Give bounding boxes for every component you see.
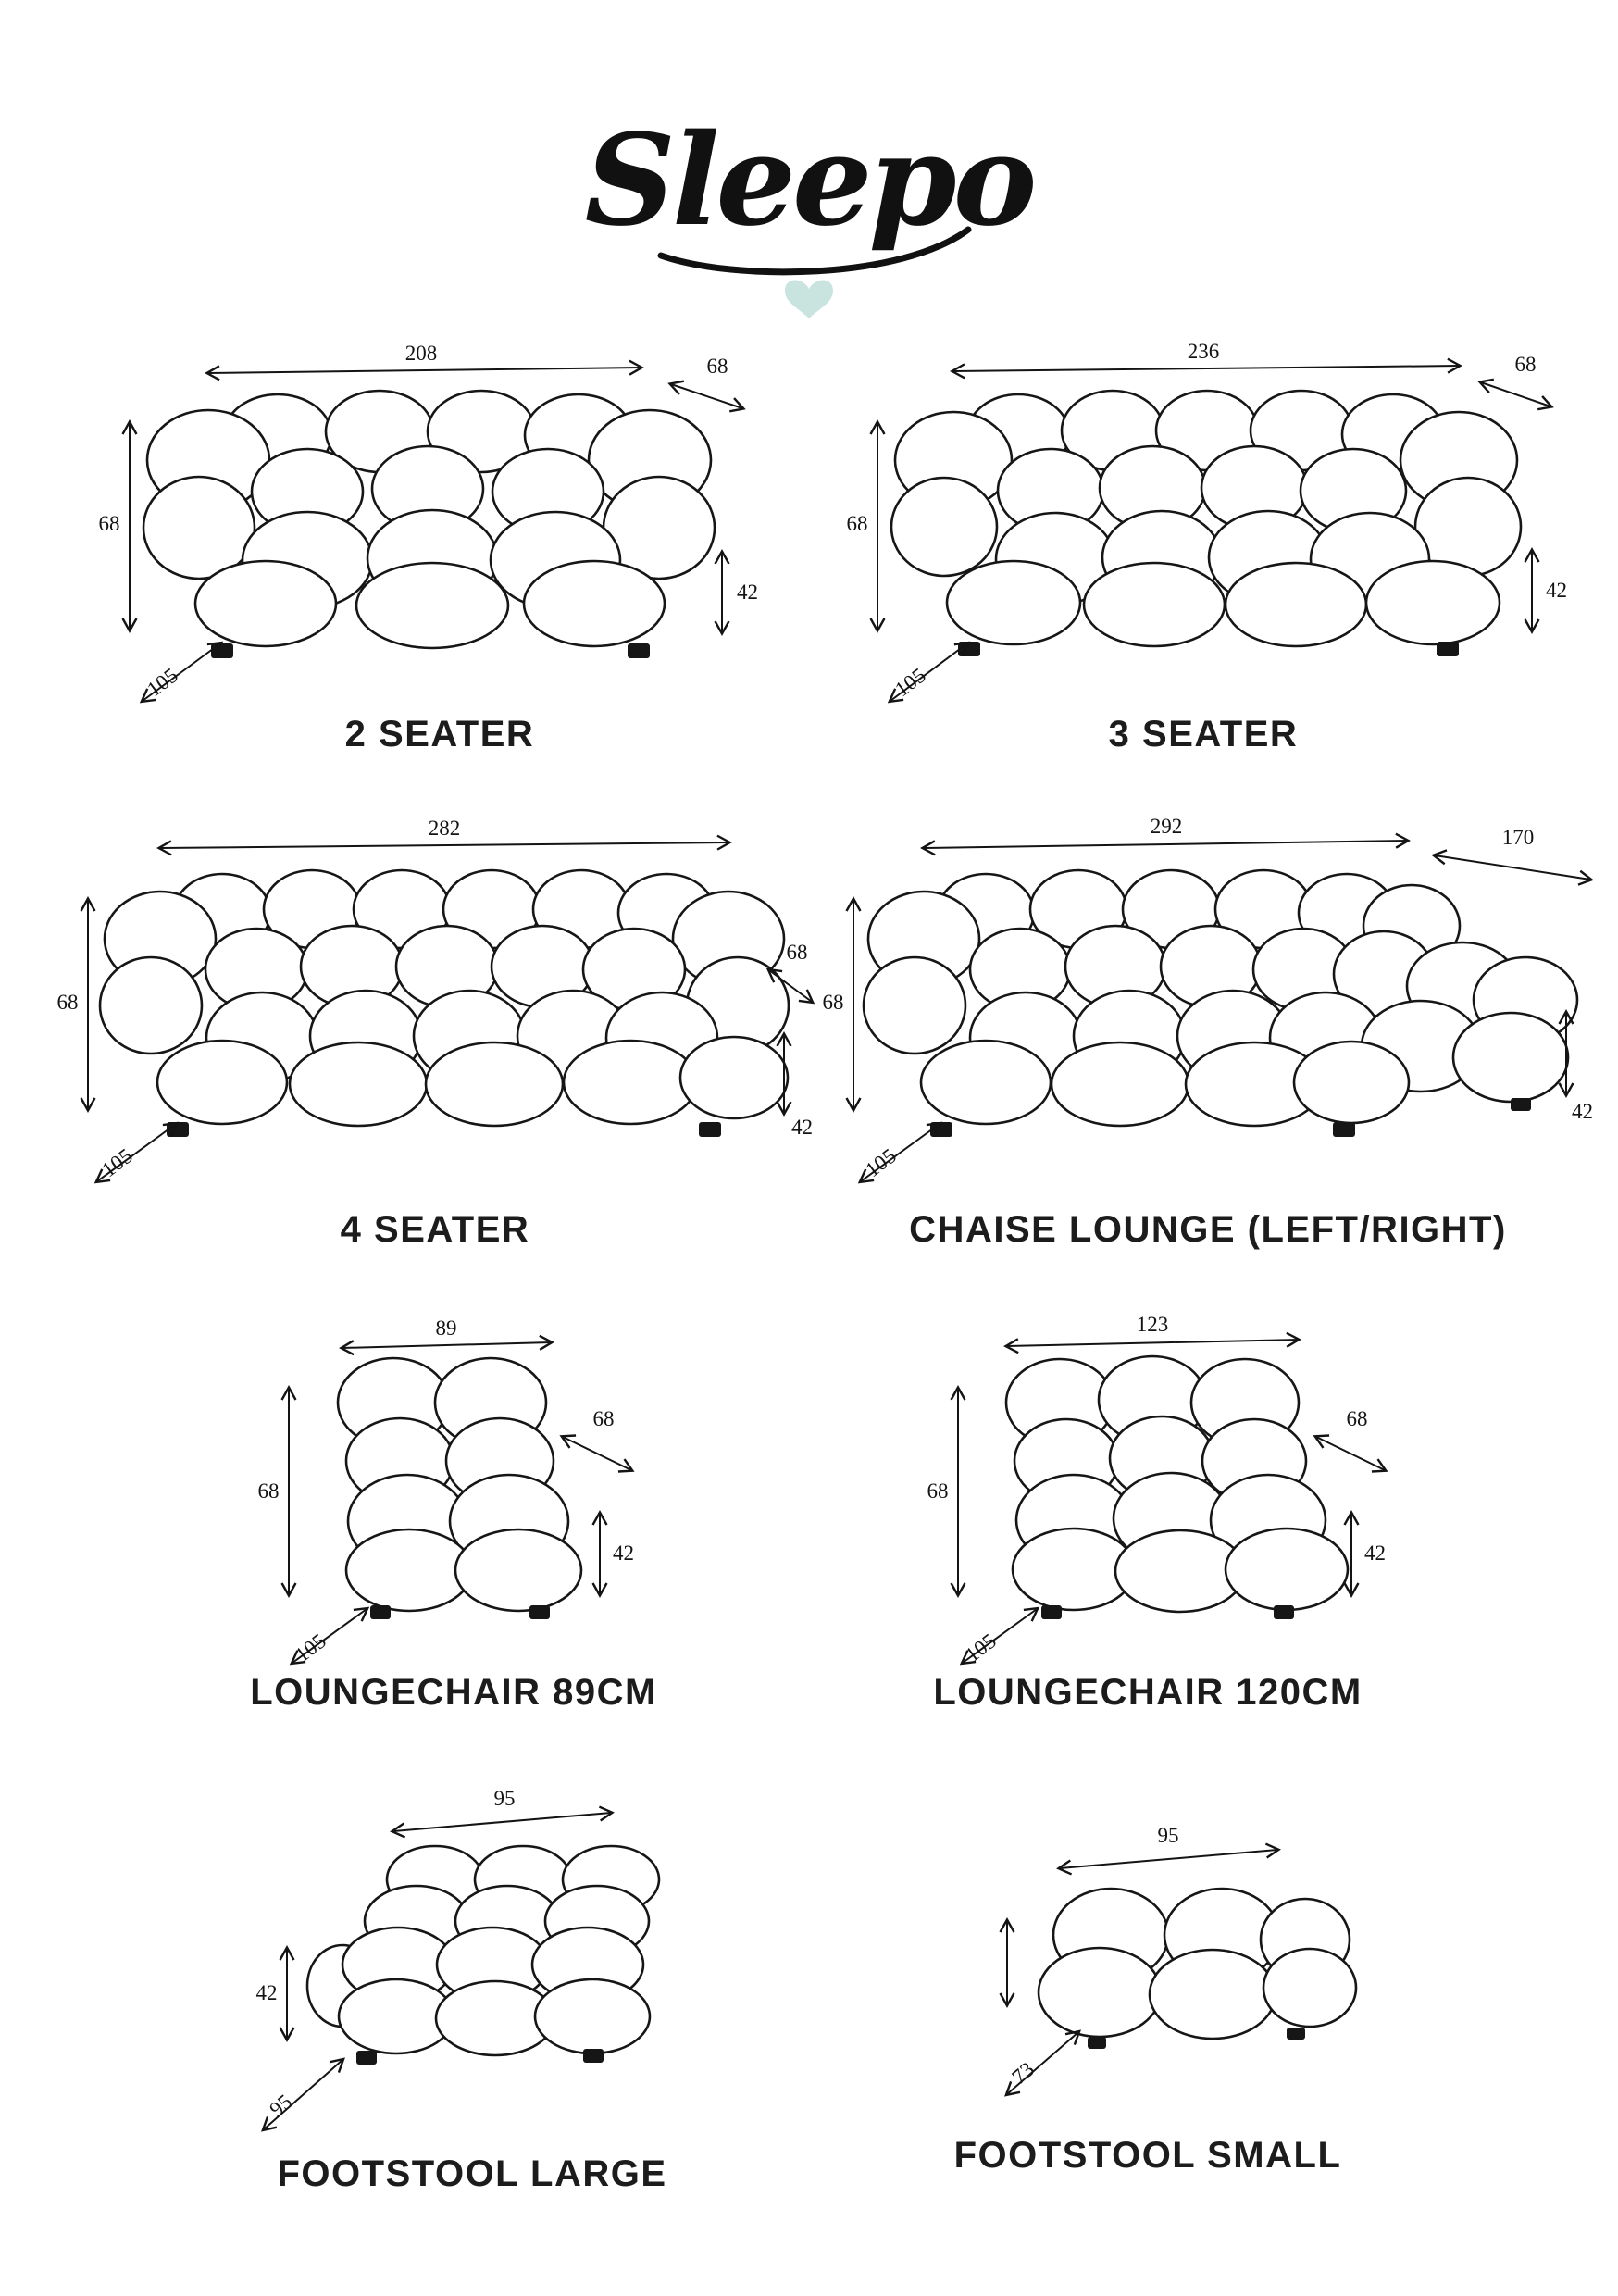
drawing-2-seater: 208 68 68 105 42 <box>99 342 758 704</box>
dim-seat-height-label: 42 <box>1572 1100 1593 1123</box>
sofa-drawing <box>890 389 1523 656</box>
product-cell-3-seater: 236 68 68 105 42 3 SEATER <box>833 338 1574 755</box>
dim-depth-label: 105 <box>291 1629 330 1666</box>
product-cell-2-seater: 208 68 68 105 42 2 SEATER <box>74 338 805 755</box>
drawing-4-seater: 282 68 68 42 105 <box>57 817 815 1184</box>
dimension-arrows: 236 68 68 105 42 <box>847 340 1567 704</box>
dim-depth-arrow <box>289 1606 370 1666</box>
sofa-drawing <box>862 868 1579 1137</box>
dim-depth-arrow <box>887 641 971 704</box>
product-cell-chaise-lounge: 292 170 68 105 42 CHAISE LOUNGE (LEFT/RI… <box>815 815 1601 1251</box>
dim-seat-depth-arrow <box>1313 1434 1388 1473</box>
dim-width-label: 236 <box>1188 340 1220 363</box>
dim-height-label: 68 <box>258 1479 280 1503</box>
brand-logo: Sleepo <box>522 83 1096 333</box>
dim-width-label: 292 <box>1151 815 1183 838</box>
drawing-chaise-lounge: 292 170 68 105 42 <box>823 815 1594 1184</box>
drawing-footstool-small: 95 73 <box>999 1824 1358 2097</box>
product-label: 3 SEATER <box>1108 714 1299 755</box>
dim-width-arrow <box>390 1805 615 1839</box>
dim-seat-height-label: 42 <box>791 1116 813 1139</box>
product-cell-loungechair-89: 89 68 68 42 105 LOUNGECHAIR 89CM <box>185 1296 722 1714</box>
product-cell-loungechair-120: 123 68 68 42 105 LOUNGECHAIR 120CM <box>861 1296 1435 1714</box>
product-cell-4-seater: 282 68 68 42 105 4 SEATER <box>51 815 819 1251</box>
dim-width-label: 95 <box>494 1787 516 1810</box>
dim-width-arrow <box>1056 1842 1281 1876</box>
dim-width-label: 123 <box>1137 1313 1169 1336</box>
dim-width-label: 89 <box>436 1316 457 1340</box>
product-label: LOUNGECHAIR 120CM <box>933 1672 1363 1713</box>
dim-height-label: 68 <box>927 1479 949 1503</box>
dim-arm-label: 68 <box>787 941 808 964</box>
footstool-drawing <box>1037 1887 1358 2049</box>
dim-width-label: 208 <box>405 342 438 365</box>
dim-depth-arrow <box>261 2057 345 2132</box>
dim-width-arrow <box>339 1334 554 1356</box>
dim-width-arrow <box>950 357 1462 380</box>
dim-width-arrow <box>156 834 732 856</box>
heart-icon <box>785 280 833 318</box>
dim-seat-depth-label: 68 <box>1347 1407 1368 1430</box>
drawing-3-seater: 236 68 68 105 42 <box>847 340 1567 704</box>
footstool-drawing <box>305 1844 661 2065</box>
product-label: 2 SEATER <box>344 714 535 755</box>
dim-depth-label: 105 <box>961 1629 1001 1666</box>
dim-depth-label: 95 <box>265 2090 296 2121</box>
dim-depth-arrow <box>959 1606 1040 1666</box>
dim-depth-arrow <box>1004 2029 1081 2097</box>
product-label: LOUNGECHAIR 89CM <box>250 1672 657 1713</box>
dim-height-label: 68 <box>57 991 79 1014</box>
product-label: FOOTSTOOL SMALL <box>953 2135 1342 2176</box>
dim-width-arrow <box>205 359 644 381</box>
dimension-arrows: 292 170 68 105 42 <box>823 815 1594 1184</box>
sofa-drawing <box>142 389 716 658</box>
dim-depth-label: 73 <box>1007 2057 1039 2089</box>
dimension-arrows: 208 68 68 105 42 <box>99 342 758 704</box>
dim-seat-depth-arrow <box>559 1434 635 1473</box>
dim-seat-height-label: 42 <box>613 1541 634 1565</box>
dim-chaise-arrow <box>1431 849 1594 886</box>
dim-width-arrow <box>920 832 1411 856</box>
dim-arm-label: 68 <box>1515 353 1537 376</box>
dim-depth-arrow <box>93 1121 180 1184</box>
product-label: CHAISE LOUNGE (LEFT/RIGHT) <box>909 1209 1507 1250</box>
dim-chaise-label: 170 <box>1502 826 1535 849</box>
dim-height-label: 68 <box>823 991 844 1014</box>
dim-arm-label: 68 <box>707 355 728 378</box>
dim-width-arrow <box>1003 1331 1301 1354</box>
chair-drawing <box>1004 1354 1350 1619</box>
dim-height-label: 68 <box>99 512 120 535</box>
logo-swash <box>657 226 972 276</box>
dim-width-label: 95 <box>1158 1824 1179 1847</box>
dim-seat-depth-label: 68 <box>593 1407 615 1430</box>
dimension-arrows: 282 68 68 42 105 <box>57 817 815 1184</box>
product-label: 4 SEATER <box>340 1209 530 1250</box>
dim-seat-height-label: 42 <box>1364 1541 1386 1565</box>
dim-height-label: 68 <box>847 512 868 535</box>
product-cell-footstool-large: 95 42 95 FOOTSTOOL LARGE <box>176 1741 768 2195</box>
dim-arm-arrow <box>1477 378 1554 411</box>
dim-depth-arrow <box>139 641 224 704</box>
dim-seat-height-label: 42 <box>737 580 758 604</box>
dim-height-label: 42 <box>256 1981 278 2004</box>
dim-arm-arrow <box>667 380 746 413</box>
brand-logo-text: Sleepo <box>585 106 1034 255</box>
drawing-loungechair-120: 123 68 68 42 105 <box>927 1313 1388 1666</box>
chair-drawing <box>336 1356 583 1619</box>
sofa-drawing <box>98 868 790 1137</box>
brand-logo-graphic: Sleepo <box>585 106 1038 318</box>
dim-seat-height-label: 42 <box>1546 579 1567 602</box>
dim-depth-arrow <box>857 1121 943 1184</box>
drawing-footstool-large: 95 42 95 <box>256 1787 661 2132</box>
product-label: FOOTSTOOL LARGE <box>277 2153 667 2194</box>
product-cell-footstool-small: 95 73 FOOTSTOOL SMALL <box>889 1759 1407 2177</box>
dim-width-label: 282 <box>429 817 461 840</box>
dim-arm-arrow <box>765 967 815 1004</box>
dimension-arrows: 95 73 <box>999 1824 1281 2097</box>
drawing-loungechair-89: 89 68 68 42 105 <box>258 1316 635 1666</box>
